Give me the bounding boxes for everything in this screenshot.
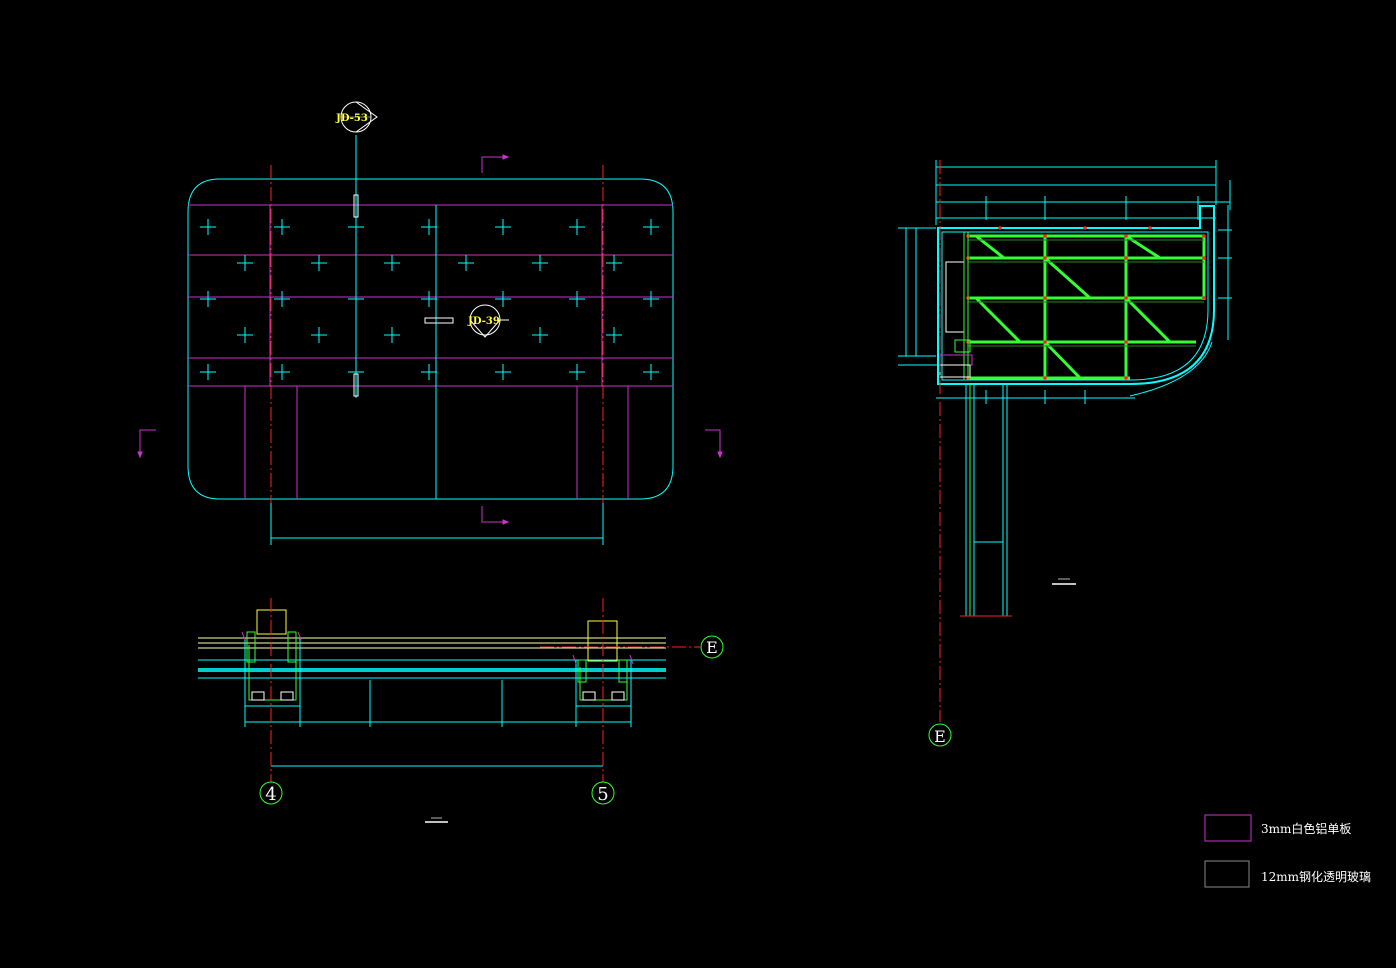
axis-bubble-4: 4 xyxy=(259,781,283,805)
tag-jd-39: JD-39 xyxy=(424,304,509,338)
legend-item-aluminum: 3mm白色铝单板 xyxy=(1204,814,1351,842)
elevation-outline xyxy=(187,178,674,500)
axis-bubble-e-plan: E xyxy=(700,635,724,659)
legend-label-aluminum: 3mm白色铝单板 xyxy=(1261,821,1351,836)
section-markers xyxy=(137,154,723,525)
legend-swatch-glass xyxy=(1204,860,1250,888)
section-outer-panel xyxy=(937,205,1215,385)
plan-dimensions xyxy=(244,680,632,767)
steel-frame xyxy=(968,234,1206,380)
plan-channel-left xyxy=(241,631,302,707)
tag-jd-53: JD-53 xyxy=(335,101,378,133)
joint-markers xyxy=(966,226,1206,380)
legend-item-glass: 12mm钢化透明玻璃 xyxy=(1204,860,1371,888)
elevation-view: JD-53 JD-39 xyxy=(137,101,723,545)
axis-bubble-5-label: 5 xyxy=(597,784,608,805)
legend: 3mm白色铝单板 12mm钢化透明玻璃 xyxy=(1204,814,1371,888)
legend-label-glass: 12mm钢化透明玻璃 xyxy=(1261,870,1371,884)
tag-jd-39-label: JD-39 xyxy=(467,316,500,327)
plan-view: 4 5 E xyxy=(198,598,724,823)
elevation-dimension xyxy=(270,503,604,545)
axis-bubble-e-plan-label: E xyxy=(706,638,718,657)
section-wall xyxy=(939,232,973,380)
tag-jd-53-label: JD-53 xyxy=(335,113,368,124)
axis-bubble-5: 5 xyxy=(591,781,615,805)
axis-bubble-4-label: 4 xyxy=(265,784,276,805)
section-dimensions xyxy=(898,160,1232,404)
vertical-dividers xyxy=(355,205,437,499)
axis-bubble-e-section: E xyxy=(928,723,952,747)
panel-lines xyxy=(188,204,673,499)
section-view: E xyxy=(898,160,1232,747)
legend-swatch-aluminum xyxy=(1204,814,1252,842)
axis-lines xyxy=(270,165,604,545)
anchor-markers xyxy=(200,219,659,380)
axis-bubble-e-section-label: E xyxy=(934,727,946,746)
section-column xyxy=(960,384,1012,617)
